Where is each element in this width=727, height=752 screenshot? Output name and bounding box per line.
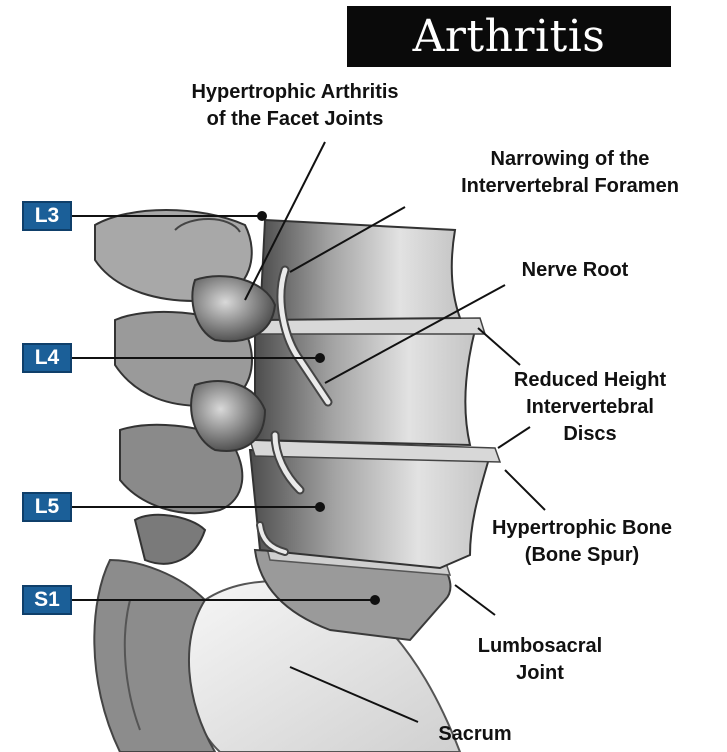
callout-facet-line2: of the Facet Joints: [130, 106, 460, 133]
level-badge-l5: L5: [22, 492, 72, 522]
callout-foramen-line1: Narrowing of the: [420, 146, 720, 173]
level-badge-l3: L3: [22, 201, 72, 231]
callout-foramen-line2: Intervertebral Foramen: [420, 173, 720, 200]
callout-joint-line1: Lumbosacral: [440, 633, 640, 660]
callout-facet-joints: Hypertrophic Arthritis of the Facet Join…: [130, 79, 460, 133]
callout-nerve-root: Nerve Root: [485, 257, 665, 284]
callout-facet-line1: Hypertrophic Arthritis: [130, 79, 460, 106]
callout-discs-line1: Reduced Height: [470, 367, 710, 394]
callout-lumbosacral-joint: Lumbosacral Joint: [440, 633, 640, 687]
callout-joint-line2: Joint: [440, 660, 640, 687]
level-badge-s1: S1: [22, 585, 72, 615]
callout-sacrum: Sacrum: [405, 721, 545, 748]
callout-foramen: Narrowing of the Intervertebral Foramen: [420, 146, 720, 200]
callout-bone-spur: Hypertrophic Bone (Bone Spur): [442, 515, 722, 569]
callout-spur-line2: (Bone Spur): [442, 542, 722, 569]
callout-discs-line3: Discs: [470, 421, 710, 448]
level-badge-l4: L4: [22, 343, 72, 373]
diagram-title: Arthritis: [347, 6, 671, 67]
callout-discs: Reduced Height Intervertebral Discs: [470, 367, 710, 448]
callout-spur-line1: Hypertrophic Bone: [442, 515, 722, 542]
callout-discs-line2: Intervertebral: [470, 394, 710, 421]
